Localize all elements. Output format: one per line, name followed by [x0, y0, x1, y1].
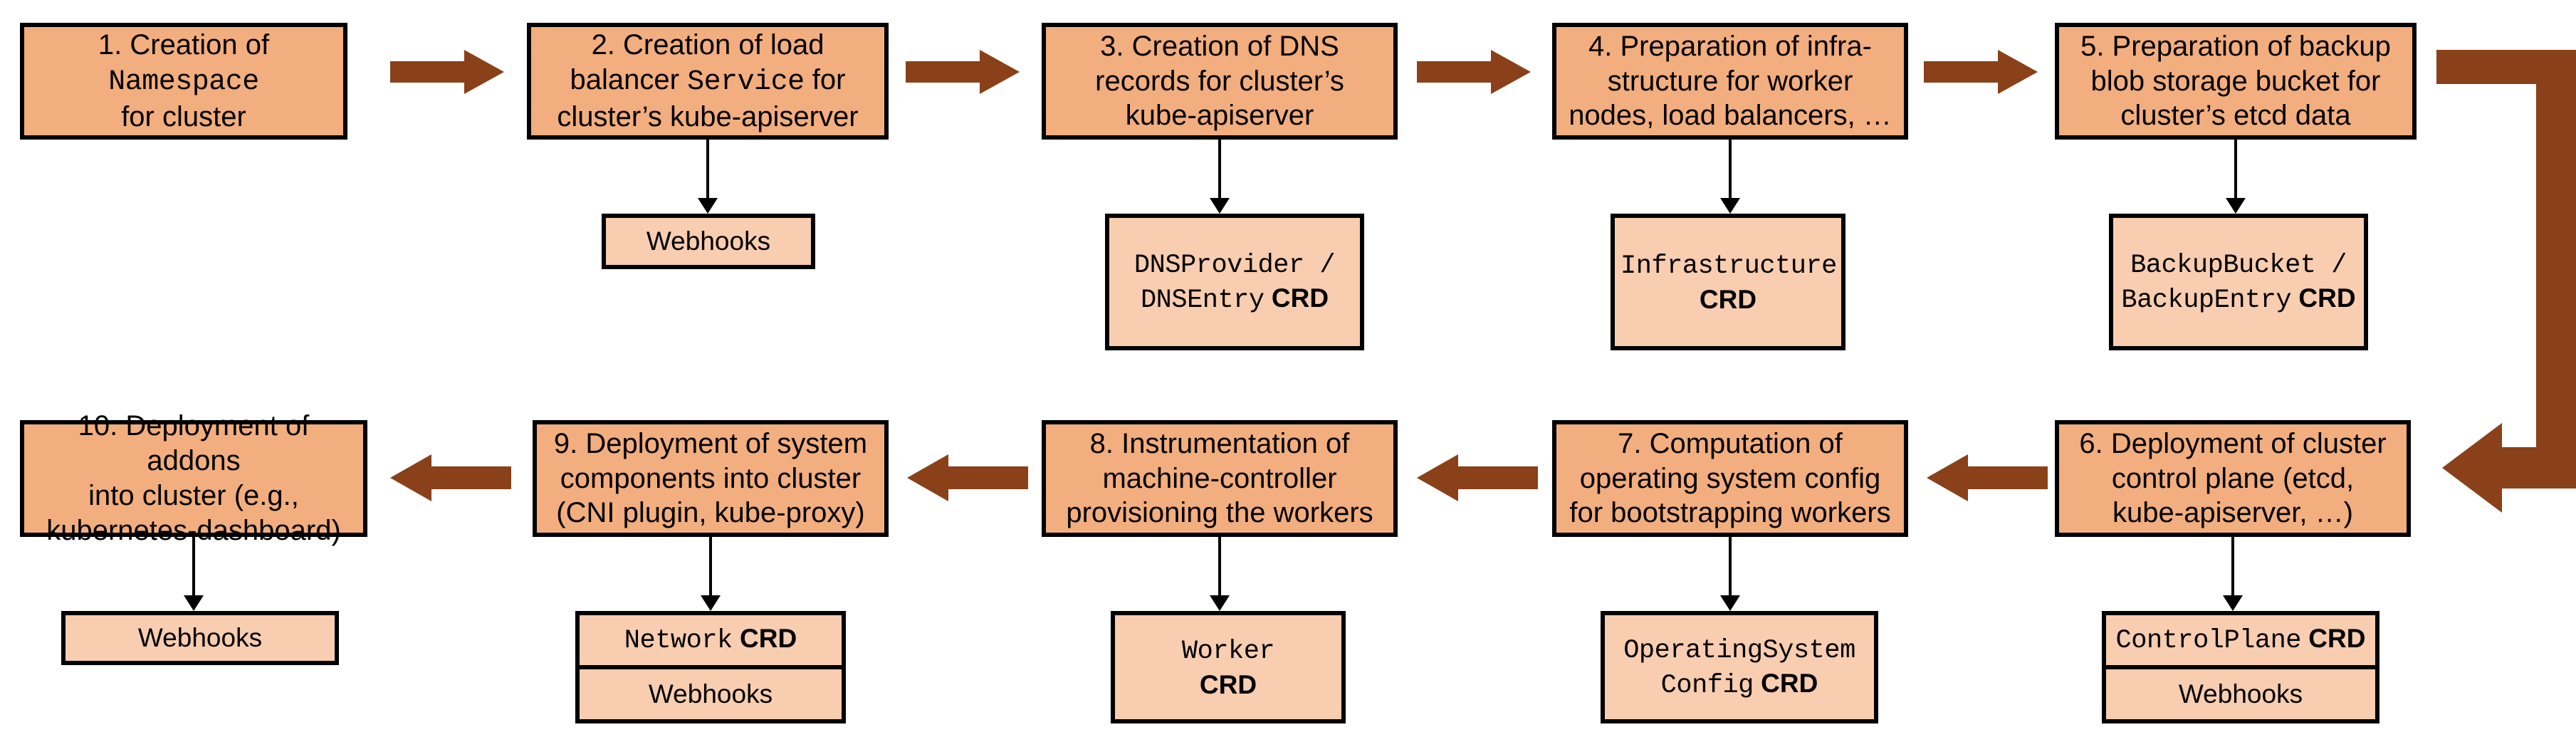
arrowhead-icon [701, 595, 721, 611]
arrowhead-icon [1210, 595, 1230, 611]
webhooks-label: Webhooks [646, 226, 771, 256]
webhooks-label: Webhooks [648, 679, 773, 709]
webhooks-box-step-10[interactable]: Webhooks [61, 611, 339, 665]
step-box-4[interactable]: 4. Preparation of infra-structure for wo… [1552, 23, 1908, 140]
arrow-step-7-to-8 [1417, 454, 1538, 501]
crd-label: BackupBucket /BackupEntry CRD [2121, 250, 2356, 315]
webhooks-box-step-2[interactable]: Webhooks [602, 214, 815, 269]
connector-step-5-to-crd [2224, 140, 2247, 214]
webhooks-row: Webhooks [2106, 665, 2375, 719]
connector-line [709, 537, 712, 595]
connector-step-7-to-crd [1719, 537, 1742, 611]
connector-line [1218, 140, 1221, 198]
webhooks-label: Webhooks [137, 622, 263, 652]
arrowhead-icon [1720, 595, 1740, 611]
connector-line [1729, 537, 1732, 595]
step-4-text: 4. Preparation of infra-structure for wo… [1569, 30, 1892, 132]
crd-box-step-9[interactable]: Network CRD Webhooks [575, 611, 846, 723]
connector-line [706, 140, 709, 198]
arrow-step-6-to-7 [1927, 454, 2048, 501]
connector-line [2231, 537, 2234, 595]
crd-row: ControlPlane CRD [2106, 615, 2375, 665]
arrowhead-icon [2223, 595, 2243, 611]
webhooks-row: Webhooks [580, 665, 842, 719]
connector-step-10-to-webhooks [182, 537, 205, 611]
arrow-step-2-to-3 [906, 50, 1020, 94]
connector-line [2234, 140, 2237, 198]
arrow-step-5-to-6-elbow [2436, 50, 2576, 513]
connector-line [1218, 537, 1221, 595]
connector-line [192, 537, 195, 595]
connector-step-4-to-crd [1719, 140, 1742, 214]
crd-box-step-3[interactable]: DNSProvider /DNSEntry CRD [1105, 214, 1364, 350]
arrow-step-4-to-5 [1924, 50, 2038, 94]
connector-step-3-to-crd [1208, 140, 1231, 214]
arrowhead-icon [1720, 198, 1740, 214]
connector-step-2-to-webhooks [696, 140, 719, 214]
crd-label: ControlPlane CRD [2115, 624, 2366, 657]
webhooks-row: Webhooks [66, 615, 335, 661]
arrowhead-icon [698, 198, 718, 214]
connector-step-6-to-crd [2221, 537, 2244, 611]
arrow-step-9-to-10 [390, 454, 511, 501]
crd-row: BackupBucket /BackupEntry CRD [2113, 218, 2364, 346]
arrowhead-icon [1210, 198, 1230, 214]
connector-line [1729, 140, 1732, 198]
crd-row: Network CRD [580, 615, 842, 665]
arrow-step-3-to-4 [1417, 50, 1531, 94]
connector-step-9-to-crd [699, 537, 722, 611]
crd-box-step-5[interactable]: BackupBucket /BackupEntry CRD [2109, 214, 2368, 350]
crd-label: Network CRD [624, 624, 797, 657]
arrow-step-8-to-9 [907, 454, 1028, 501]
arrowhead-icon [2226, 198, 2246, 214]
webhooks-row: Webhooks [606, 218, 811, 265]
crd-row: DNSProvider /DNSEntry CRD [1109, 218, 1360, 346]
arrow-step-1-to-2 [390, 50, 504, 94]
crd-box-step-6[interactable]: ControlPlane CRD Webhooks [2102, 611, 2379, 723]
crd-label: DNSProvider /DNSEntry CRD [1133, 250, 1336, 315]
connector-step-8-to-crd [1208, 537, 1231, 611]
webhooks-label: Webhooks [2178, 679, 2303, 709]
arrowhead-icon [184, 595, 204, 611]
